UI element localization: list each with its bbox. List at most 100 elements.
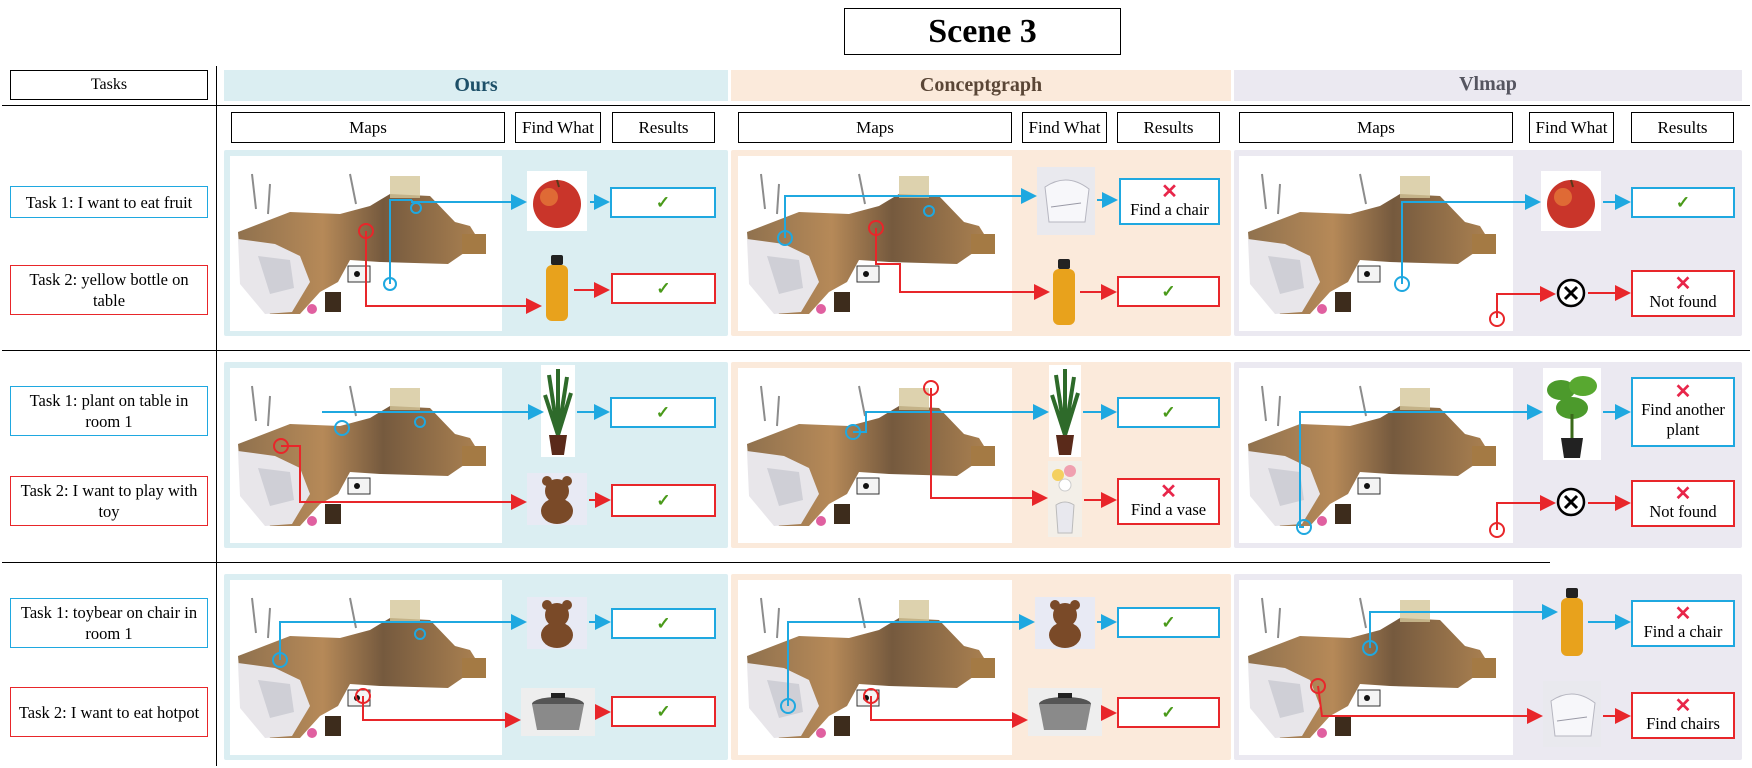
start-circle-icon <box>1489 311 1505 327</box>
subheader-find-concept: Find What <box>1022 112 1107 143</box>
result-r1-ours-task2: ✓ <box>611 273 716 304</box>
result-r2-concept-task2: ✕ Find a vase <box>1117 478 1220 525</box>
subheader-maps-concept: Maps <box>738 112 1012 143</box>
header-separator <box>2 105 1750 107</box>
start-circle-icon <box>334 420 350 436</box>
route-path <box>1496 495 1556 530</box>
vase-icon <box>1048 461 1082 537</box>
start-circle-icon <box>1489 522 1505 538</box>
result-r2-ours-task2: ✓ <box>611 484 716 517</box>
result-r1-vlmap-task2: ✕ Not found <box>1631 270 1735 317</box>
plant-pot-icon <box>1543 368 1601 460</box>
start-circle-icon <box>273 438 289 454</box>
map-image-r3-ours <box>230 580 502 755</box>
chair-icon <box>1543 681 1601 747</box>
start-circle-icon <box>272 652 288 668</box>
route-path <box>1299 404 1543 528</box>
cross-icon: ✕ <box>1674 381 1692 403</box>
route-path <box>875 228 1050 300</box>
target-circle-icon <box>923 205 935 217</box>
result-r2-vlmap-task2: ✕ Not found <box>1631 480 1735 527</box>
subheader-maps-ours: Maps <box>231 112 505 143</box>
task1-label-r1: Task 1: I want to eat fruit <box>10 186 208 218</box>
scene-title: Scene 3 <box>844 8 1121 55</box>
result-text: Find a chair <box>1130 199 1209 219</box>
check-icon: ✓ <box>1161 612 1176 632</box>
method-header-vlmap: Vlmap <box>1234 70 1742 101</box>
result-r1-ours-task1: ✓ <box>610 187 716 218</box>
route-path <box>411 194 527 210</box>
result-r2-ours-task1: ✓ <box>610 397 716 428</box>
row-separator-1 <box>2 350 1750 352</box>
result-text: Find a chair <box>1643 621 1723 641</box>
result-r1-vlmap-task1: ✓ <box>1631 187 1735 218</box>
route-path <box>1369 604 1558 648</box>
check-icon: ✓ <box>1161 402 1176 422</box>
plant-icon <box>1049 365 1081 457</box>
task2-label-r2: Task 2: I want to play with toy <box>10 476 208 526</box>
start-circle-icon <box>383 277 397 291</box>
not-found-icon <box>1556 487 1586 517</box>
result-text: Find a vase <box>1130 499 1207 519</box>
map-image-r2-vlmap <box>1239 368 1513 543</box>
subheader-maps-vlmap: Maps <box>1239 112 1513 143</box>
result-r3-vlmap-task1: ✕ Find a chair <box>1631 600 1735 647</box>
plant-icon <box>541 365 575 457</box>
result-r2-vlmap-task1: ✕ Find another plant <box>1631 377 1735 447</box>
subheader-results-ours: Results <box>612 112 715 143</box>
teddy-bear-icon <box>1035 597 1095 649</box>
route-path <box>1317 685 1543 724</box>
route-path <box>930 388 1048 506</box>
cross-icon: ✕ <box>1161 180 1178 203</box>
route-path <box>365 231 542 314</box>
route-path <box>784 188 1037 238</box>
start-circle-icon <box>355 688 371 704</box>
start-circle-icon <box>780 698 796 714</box>
start-circle-icon <box>1310 678 1326 694</box>
yellow-bottle-icon <box>1558 586 1586 658</box>
route-path <box>870 696 1028 728</box>
teddy-bear-icon <box>527 597 587 649</box>
not-found-icon <box>1556 278 1586 308</box>
row-separator-2 <box>2 562 1550 564</box>
map-image-r1-vlmap <box>1239 156 1513 331</box>
start-circle-icon <box>923 380 939 396</box>
start-circle-icon <box>863 688 879 704</box>
task1-label-r2: Task 1: plant on table in room 1 <box>10 386 208 436</box>
method-header-ours: Ours <box>224 70 728 101</box>
check-icon: ✓ <box>655 192 671 212</box>
target-circle-icon <box>414 628 426 640</box>
cross-icon: ✕ <box>1674 272 1692 295</box>
apple-icon <box>527 171 587 231</box>
start-circle-icon <box>1394 276 1410 292</box>
result-text: Find another plant <box>1641 400 1725 439</box>
apple-icon <box>1541 171 1601 231</box>
subheader-results-vlmap: Results <box>1631 112 1734 143</box>
check-icon: ✓ <box>656 701 671 721</box>
start-circle-icon <box>1296 519 1312 535</box>
check-icon: ✓ <box>1161 281 1176 301</box>
map-image-r2-concept <box>738 368 1012 543</box>
start-circle-icon <box>777 230 793 246</box>
route-path <box>279 614 527 660</box>
result-text: Not found <box>1649 501 1717 521</box>
chair-icon <box>1037 167 1095 235</box>
yellow-bottle-icon <box>543 253 571 323</box>
start-circle-icon <box>1362 640 1378 656</box>
result-r3-concept-task1: ✓ <box>1117 607 1220 638</box>
map-image-r3-vlmap <box>1239 580 1513 755</box>
cross-icon: ✕ <box>1160 480 1177 503</box>
start-circle-icon <box>358 223 374 239</box>
route-path <box>1401 194 1541 284</box>
teddy-bear-icon <box>527 473 587 525</box>
cross-icon: ✕ <box>1674 694 1692 717</box>
yellow-bottle-icon <box>1050 257 1078 327</box>
result-r3-concept-task2: ✓ <box>1117 697 1220 728</box>
result-r3-ours-task2: ✓ <box>611 696 716 727</box>
subheader-find-ours: Find What <box>515 112 601 143</box>
route-path <box>281 445 527 510</box>
pot-icon <box>521 688 595 736</box>
check-icon: ✓ <box>656 613 671 633</box>
check-icon: ✓ <box>656 490 671 510</box>
